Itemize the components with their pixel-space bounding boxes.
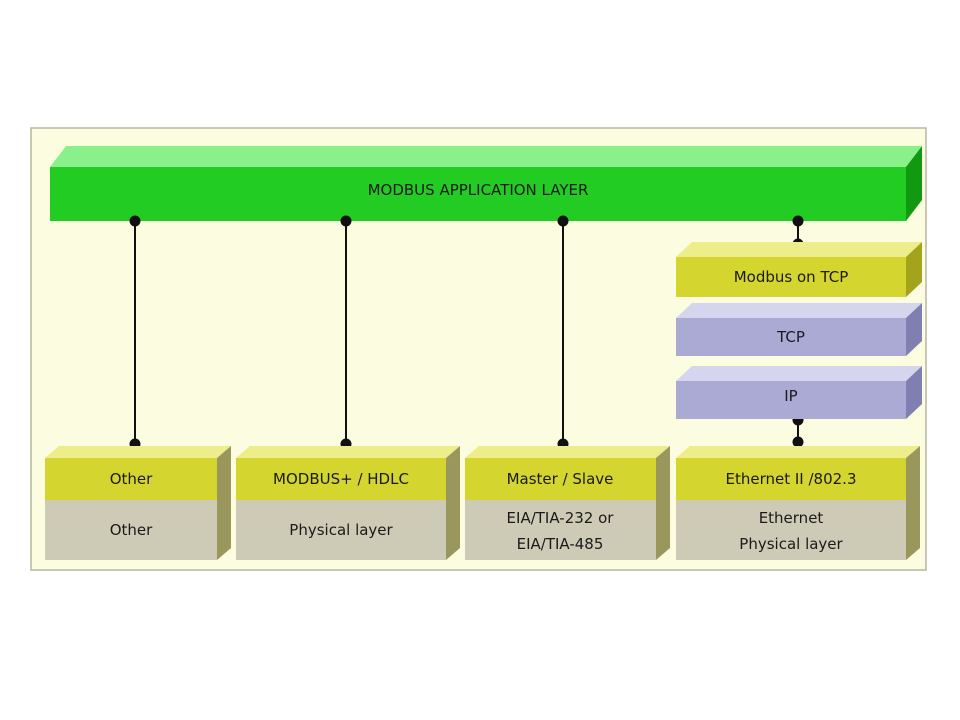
stack-modbus-plus-upper-label: MODBUS+ / HDLC [273,470,409,488]
stack-modbus-plus: MODBUS+ / HDLC Physical layer [236,446,460,560]
connector-dot [792,436,804,448]
modbus-on-tcp-label: Modbus on TCP [734,268,849,286]
stack-serial-lower-label-1: EIA/TIA-232 or [507,509,615,527]
connector-dot [792,215,804,227]
modbus-on-tcp-layer: Modbus on TCP [676,242,922,297]
stack-modbus-plus-lower-label: Physical layer [289,521,393,539]
stack-serial-upper-label: Master / Slave [507,470,614,488]
connector-dot [129,215,141,227]
stack-ethernet: Ethernet II /802.3 Ethernet Physical lay… [676,446,920,560]
stack-serial-lower-label-2: EIA/TIA-485 [517,535,604,553]
stack-other-upper-label: Other [110,470,153,488]
application-layer-label: MODBUS APPLICATION LAYER [368,181,589,199]
stack-other-lower-label: Other [110,521,153,539]
ip-layer: IP [676,366,922,419]
connector-dot [340,215,352,227]
tcp-layer: TCP [676,303,922,356]
tcp-label: TCP [776,328,805,346]
stack-other: Other Other [45,446,231,560]
stack-ethernet-upper-label: Ethernet II /802.3 [726,470,857,488]
stack-ethernet-lower-label-1: Ethernet [759,509,824,527]
stack-ethernet-lower-label-2: Physical layer [739,535,843,553]
connector-dot [557,215,569,227]
ip-label: IP [784,387,797,405]
stack-serial: Master / Slave EIA/TIA-232 or EIA/TIA-48… [465,446,670,560]
application-layer-bar: MODBUS APPLICATION LAYER [50,146,922,221]
